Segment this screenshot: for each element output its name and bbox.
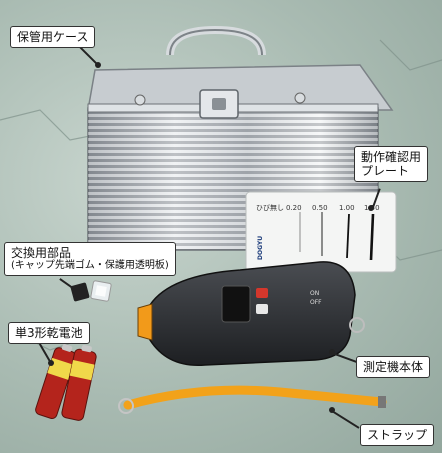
storage-case bbox=[87, 25, 394, 251]
strap-label-text: ストラップ bbox=[367, 428, 428, 442]
parts-label-line1: 交換用部品 bbox=[11, 246, 72, 260]
plate-brand: DOGYU bbox=[257, 236, 264, 260]
device-label-text: 測定機本体 bbox=[363, 360, 424, 374]
strap-label: ストラップ bbox=[360, 424, 435, 446]
battery-label: 単3形乾電池 bbox=[8, 322, 90, 344]
plate-tick-0: 0.20 bbox=[286, 204, 302, 212]
device-leader-dot bbox=[329, 349, 335, 355]
plate-tick-1: 0.50 bbox=[312, 204, 328, 212]
battery-label-text: 単3形乾電池 bbox=[15, 326, 83, 340]
strap bbox=[118, 385, 387, 414]
measuring-device bbox=[137, 261, 365, 367]
parts-label-line2: (キャップ先端ゴム・保護用透明板) bbox=[11, 260, 169, 271]
case-label-text: 保管用ケース bbox=[17, 30, 89, 44]
parts-label: 交換用部品 (キャップ先端ゴム・保護用透明板) bbox=[4, 242, 176, 276]
case-leader-dot bbox=[95, 62, 101, 68]
device-button-label-1: OFF bbox=[310, 299, 322, 306]
plate-label-line1: 動作確認用 bbox=[361, 150, 422, 164]
parts-leader-dot bbox=[72, 286, 78, 292]
device-label: 測定機本体 bbox=[356, 356, 431, 378]
strap-leader-dot bbox=[329, 407, 335, 413]
plate-leader-dot bbox=[368, 205, 374, 211]
plate-header-text: ひび無し bbox=[256, 203, 284, 212]
test-plate bbox=[245, 191, 397, 273]
case-label: 保管用ケース bbox=[10, 26, 96, 48]
plate-label-line2: プレート bbox=[361, 164, 410, 178]
replacement-parts bbox=[70, 280, 112, 302]
plate-label: 動作確認用 プレート bbox=[354, 146, 429, 182]
plate-tick-2: 1.00 bbox=[339, 204, 355, 212]
battery-leader-dot bbox=[48, 360, 54, 366]
device-button-label-0: ON bbox=[310, 290, 319, 297]
